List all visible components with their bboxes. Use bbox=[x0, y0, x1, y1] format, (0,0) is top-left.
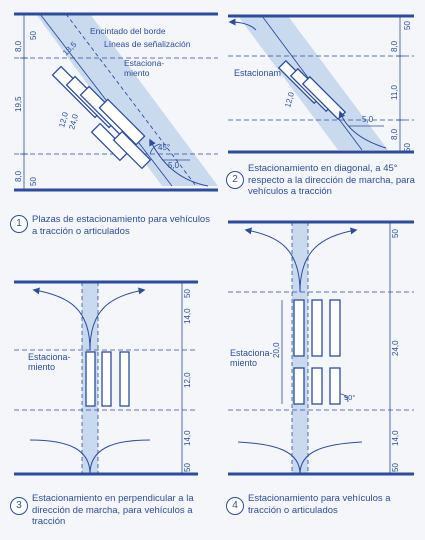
panel-4-angle: 90° bbox=[344, 393, 355, 402]
panel-3-dim-50-bottom: 50 bbox=[183, 463, 192, 472]
panel-2-traffic-arrow bbox=[338, 110, 387, 149]
panel-1-caption: Plazas de estacionamiento para vehículos… bbox=[32, 214, 210, 237]
panel-4-stalls bbox=[293, 299, 341, 405]
panel-4-dim-50-bottom: 50 bbox=[391, 463, 400, 472]
panel-4-traffic-arrow bbox=[237, 441, 301, 475]
panel-3-label-parking: Estaciona-miento bbox=[28, 352, 71, 372]
panel-1-label-kerb: Encintado del borde bbox=[90, 26, 166, 36]
panel-2-caption: Estacionamiento en diagonal, a 45° respe… bbox=[248, 163, 415, 197]
panel-4-dim-24: 24,0 bbox=[391, 340, 400, 356]
panel-3-dim-14-top: 14,0 bbox=[183, 308, 192, 324]
panel-1-lane bbox=[36, 14, 218, 186]
panel-2-dim-12: 12,0 bbox=[283, 91, 296, 109]
panel-1-number-badge: 1 bbox=[10, 215, 28, 233]
panel-2-labels: Estacionam 8,0 50 11,0 8,0 50 12,0 5,0 bbox=[234, 21, 412, 152]
panel-1-diagonal-line bbox=[65, 13, 197, 187]
panel-1-diagonal-line bbox=[39, 13, 173, 187]
panel-3-dim-12: 12,0 bbox=[183, 372, 192, 388]
panel-2-dim-50-bottom: 50 bbox=[403, 143, 412, 152]
panel-4-traffic-arrow bbox=[244, 227, 301, 293]
panel-1-dim-5: 5,0 bbox=[168, 161, 180, 170]
panel-3-dim-50-top: 50 bbox=[183, 289, 192, 298]
panel-4-dim-20: 20,0 bbox=[272, 342, 281, 358]
panel-1-diagram bbox=[14, 12, 218, 192]
panel-3-diagram bbox=[14, 280, 198, 476]
panel-3-traffic-arrow bbox=[32, 287, 91, 351]
panel-2-traffic-arrow bbox=[228, 18, 257, 31]
panel-3-caption: Estacionamiento en perpendicular a la di… bbox=[32, 493, 194, 527]
panel-1-dim-8-bottom: 8,0 bbox=[14, 170, 23, 182]
panel-1-traffic-arrow bbox=[149, 138, 209, 187]
panel-1-label-parking: Estaciona-miento bbox=[124, 58, 164, 78]
panel-4-label-parking: Estaciona-miento bbox=[230, 348, 273, 368]
panel-4-caption: Estacionamiento para vehículos a tracció… bbox=[248, 493, 391, 516]
panel-2-dim-8-top: 8,0 bbox=[390, 40, 399, 52]
panel-1-dim-12: 12,0 bbox=[57, 111, 70, 129]
panel-4-dim-50-top: 50 bbox=[391, 229, 400, 238]
panel-3-stalls bbox=[85, 351, 130, 407]
panel-1-angle-arc bbox=[149, 143, 161, 155]
panel-3-dim-14-bottom: 14,0 bbox=[183, 430, 192, 446]
panel-3-labels: Estaciona-miento 50 14,0 12,0 14,0 50 bbox=[28, 289, 192, 472]
panel-2-dim-11: 11,0 bbox=[390, 84, 399, 100]
panel-2-label-parking: Estacionam bbox=[234, 68, 281, 78]
panel-2-dim-5: 5,0 bbox=[362, 115, 374, 124]
panel-2-dim-8-bottom: 8,0 bbox=[390, 128, 399, 140]
panel-2-dim-50-top: 50 bbox=[403, 21, 412, 30]
panel-4-number-badge: 4 bbox=[226, 497, 244, 515]
panel-4-dim-14: 14,0 bbox=[391, 430, 400, 446]
panel-3-number-badge: 3 bbox=[10, 497, 28, 515]
panel-1-angle: 45° bbox=[158, 143, 170, 152]
panel-1-label-lines: Líneas de señalización bbox=[104, 39, 191, 49]
panel-4-labels: Estaciona-miento 50 24,0 20,0 90° 14,0 5… bbox=[230, 229, 400, 472]
panel-3-traffic-arrow bbox=[29, 439, 91, 475]
panel-1-dim-24: 24,0 bbox=[67, 113, 80, 131]
panel-1-stalls bbox=[51, 65, 152, 170]
panel-1-dim-50-bottom: 50 bbox=[29, 177, 38, 186]
panel-1-dim-50-top: 50 bbox=[29, 31, 38, 40]
panel-2-diagram bbox=[228, 14, 414, 154]
panel-1-dim-19-5: 19,5 bbox=[14, 96, 23, 112]
panel-1-dim-8-top: 8,0 bbox=[14, 40, 23, 52]
panel-2-number-badge: 2 bbox=[226, 171, 244, 189]
panel-4-angle-arc bbox=[339, 393, 349, 403]
panel-4-diagram bbox=[228, 220, 414, 476]
